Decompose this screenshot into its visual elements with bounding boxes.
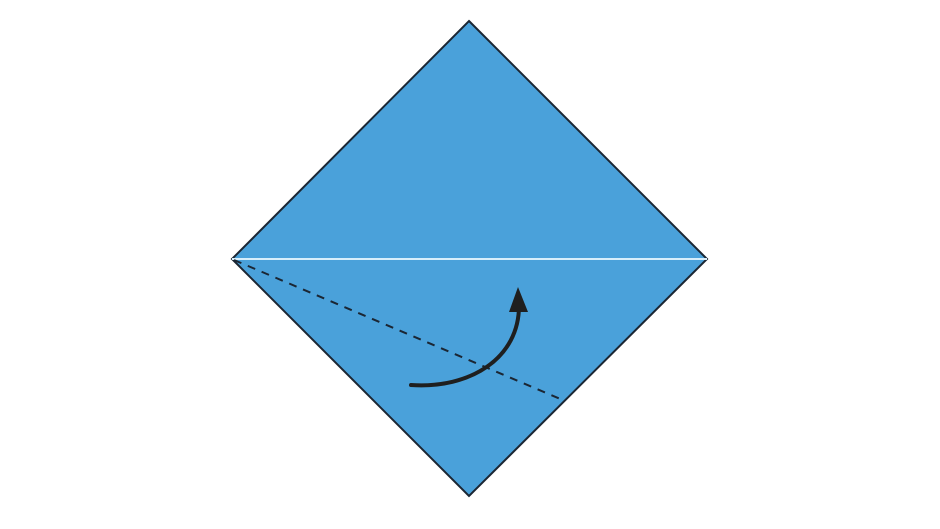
- arrow-head-icon: [509, 287, 528, 312]
- curved-fold-arrow-icon: [409, 302, 522, 388]
